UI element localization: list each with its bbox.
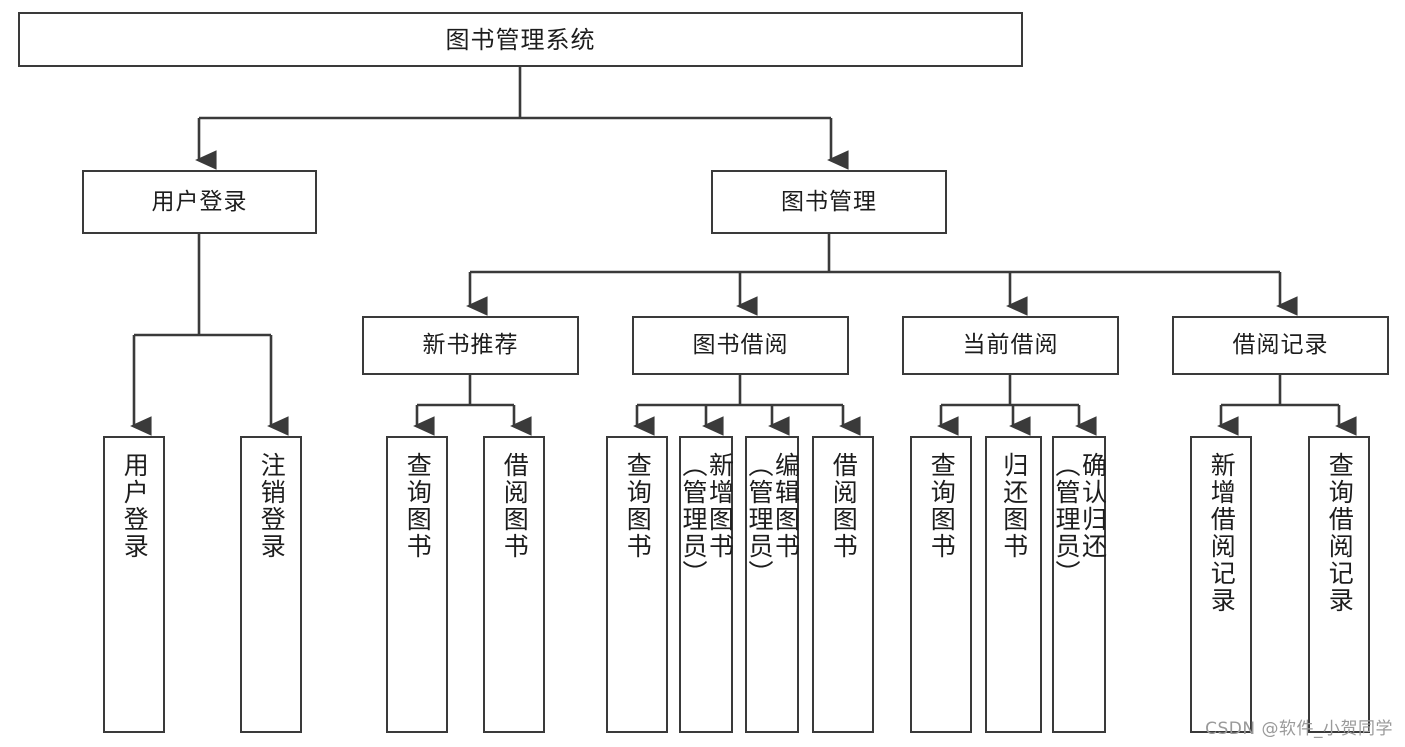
- node-new-book-rec-label: 新书推荐: [422, 332, 519, 358]
- leaf-add-book-label: 新增图书 （管理员）: [679, 452, 735, 587]
- leaf-confirm-return[interactable]: 确认归还 （管理员）: [1052, 436, 1108, 733]
- node-current-borrow[interactable]: 当前借阅: [902, 316, 1119, 375]
- node-book-manage-label: 图书管理: [781, 188, 877, 215]
- leaf-query-record-label: 查询借阅记录: [1325, 452, 1355, 614]
- node-current-borrow-label: 当前借阅: [962, 332, 1059, 358]
- leaf-query-book-1-label: 查询图书: [403, 452, 433, 560]
- leaf-return-book[interactable]: 归还图书: [985, 436, 1042, 733]
- node-user-login-label: 用户登录: [151, 188, 248, 215]
- leaf-add-record[interactable]: 新增借阅记录: [1190, 436, 1252, 733]
- leaf-add-record-label: 新增借阅记录: [1207, 452, 1237, 614]
- leaf-edit-book-label: 编辑图书 （管理员）: [745, 452, 801, 587]
- leaf-user-login-label: 用户登录: [120, 452, 150, 560]
- leaf-borrow-book-1-label: 借阅图书: [500, 452, 530, 560]
- node-root[interactable]: 图书管理系统: [18, 12, 1023, 67]
- leaf-add-book[interactable]: 新增图书 （管理员）: [679, 436, 735, 733]
- node-book-borrow[interactable]: 图书借阅: [632, 316, 849, 375]
- leaf-user-login[interactable]: 用户登录: [103, 436, 165, 733]
- node-user-login[interactable]: 用户登录: [82, 170, 317, 234]
- leaf-query-book-3-label: 查询图书: [927, 452, 957, 560]
- leaf-user-logout-label: 注销登录: [257, 452, 287, 560]
- node-root-label: 图书管理系统: [445, 25, 596, 54]
- leaf-borrow-book-2-label: 借阅图书: [829, 452, 859, 560]
- leaf-user-logout[interactable]: 注销登录: [240, 436, 302, 733]
- node-new-book-rec[interactable]: 新书推荐: [362, 316, 579, 375]
- csdn-watermark: CSDN @软件_小贺同学: [1205, 719, 1393, 739]
- leaf-query-record[interactable]: 查询借阅记录: [1308, 436, 1370, 733]
- leaf-query-book-2-label: 查询图书: [623, 452, 653, 560]
- leaf-query-book-2[interactable]: 查询图书: [606, 436, 668, 733]
- node-book-manage[interactable]: 图书管理: [711, 170, 947, 234]
- node-borrow-record[interactable]: 借阅记录: [1172, 316, 1389, 375]
- leaf-query-book-3[interactable]: 查询图书: [910, 436, 972, 733]
- node-book-borrow-label: 图书借阅: [692, 332, 789, 358]
- leaf-confirm-return-label: 确认归还 （管理员）: [1052, 452, 1108, 587]
- leaf-borrow-book-1[interactable]: 借阅图书: [483, 436, 545, 733]
- leaf-edit-book[interactable]: 编辑图书 （管理员）: [745, 436, 801, 733]
- leaf-borrow-book-2[interactable]: 借阅图书: [812, 436, 874, 733]
- leaf-return-book-label: 归还图书: [999, 452, 1029, 560]
- node-borrow-record-label: 借阅记录: [1232, 332, 1329, 358]
- leaf-query-book-1[interactable]: 查询图书: [386, 436, 448, 733]
